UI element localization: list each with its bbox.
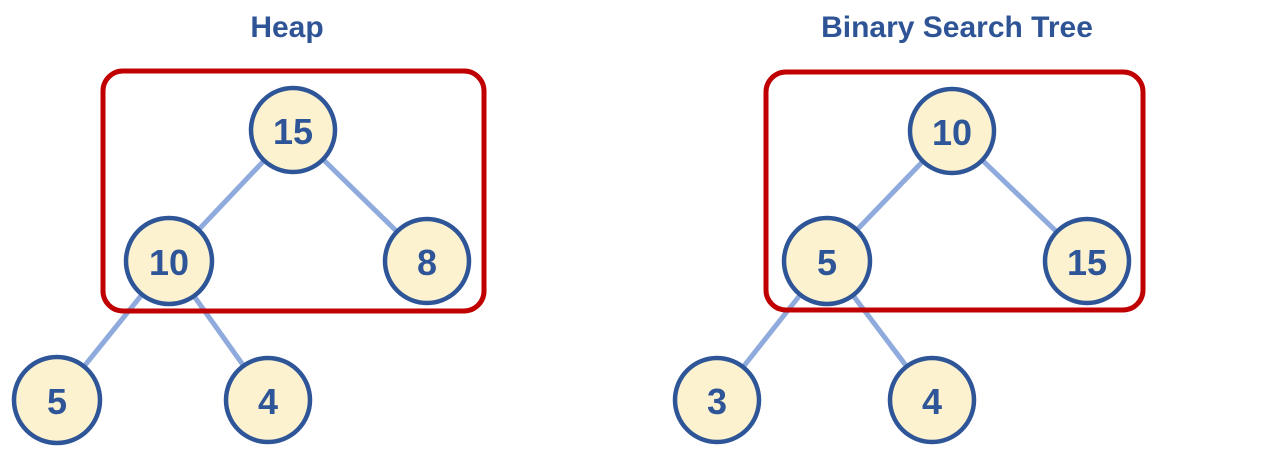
tree-node: 3 (672, 355, 762, 445)
node-circle (248, 85, 338, 175)
tree-node: 4 (887, 355, 977, 445)
node-label: 4 (258, 381, 278, 422)
node-circle (887, 355, 977, 445)
tree-node: 15 (248, 85, 338, 175)
tree-node: 4 (223, 355, 313, 445)
node-label: 4 (922, 381, 942, 422)
node-circle (1042, 216, 1132, 306)
node-circle (123, 215, 215, 307)
tree-node: 10 (123, 215, 215, 307)
diagram-title: Heap (250, 11, 323, 44)
node-label: 15 (273, 111, 313, 152)
node-label: 8 (417, 242, 437, 283)
node-label: 3 (707, 381, 727, 422)
node-circle (781, 215, 873, 307)
highlight-box (100, 68, 487, 314)
tree-node: 5 (11, 354, 103, 446)
node-label: 5 (47, 381, 67, 422)
tree-node: 15 (1042, 216, 1132, 306)
node-circle (223, 355, 313, 445)
node-circle (382, 216, 472, 306)
node-label: 10 (932, 112, 972, 153)
diagram-title: Binary Search Tree (821, 11, 1093, 44)
node-circle (11, 354, 103, 446)
node-circle (907, 86, 997, 176)
tree-node: 5 (781, 215, 873, 307)
node-label: 15 (1067, 242, 1107, 283)
node-label: 5 (817, 242, 837, 283)
highlight-box (763, 69, 1146, 313)
tree-node: 8 (382, 216, 472, 306)
tree-node: 10 (907, 86, 997, 176)
node-circle (672, 355, 762, 445)
node-label: 10 (149, 242, 189, 283)
